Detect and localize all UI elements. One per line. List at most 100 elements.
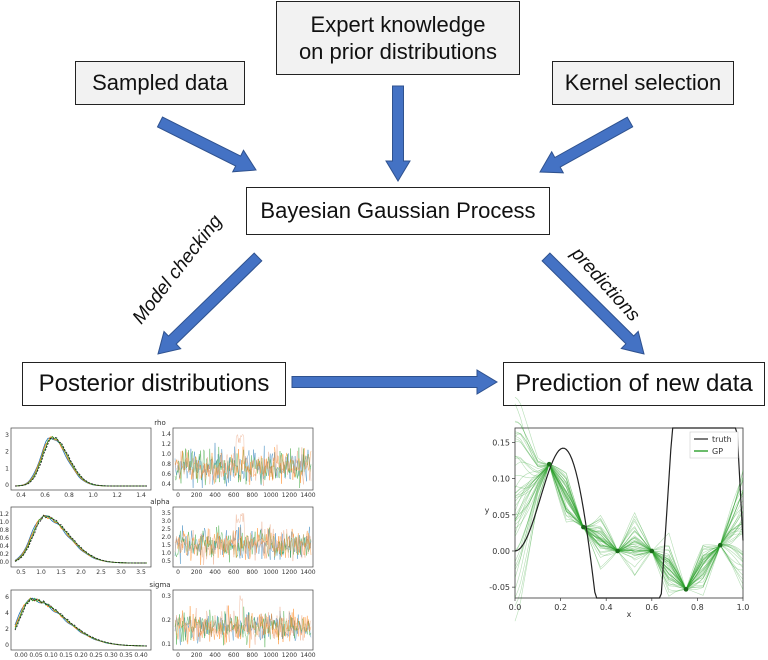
legend-gp-label: GP bbox=[712, 447, 723, 456]
gp-ylabel: y bbox=[485, 506, 490, 515]
density-panel bbox=[10, 427, 152, 491]
gp-sample-curve bbox=[515, 441, 744, 590]
density-xtick: 0.25 bbox=[89, 652, 103, 659]
density-xtick: 1.5 bbox=[56, 569, 66, 576]
gp-sample-curve bbox=[514, 396, 744, 590]
sampled-data-label: Sampled data bbox=[92, 70, 228, 96]
trace-ytick: 0.8 bbox=[161, 461, 171, 468]
posterior-distributions-label: Posterior distributions bbox=[38, 370, 270, 397]
gp-sample-curve bbox=[514, 463, 743, 596]
trace-line bbox=[174, 446, 312, 489]
gp-sample-curve bbox=[514, 463, 744, 591]
gp-sample-curve bbox=[514, 463, 744, 593]
density-ytick: 0 bbox=[5, 642, 9, 649]
trace-ytick: 2.5 bbox=[161, 526, 171, 533]
gp-sample-curve bbox=[514, 463, 744, 606]
density-panel bbox=[10, 506, 152, 568]
density-xtick: 0.40 bbox=[134, 652, 148, 659]
trace-xtick: 400 bbox=[209, 492, 221, 499]
trace-xtick: 800 bbox=[247, 569, 259, 576]
trace-line bbox=[174, 595, 312, 645]
trace-ytick: 3.0 bbox=[161, 518, 171, 525]
gp-xtick: 1.0 bbox=[737, 603, 750, 612]
trace-xtick: 1000 bbox=[263, 569, 278, 576]
gp-sample-curve bbox=[514, 436, 744, 590]
density-curve bbox=[14, 598, 147, 647]
trace-title: alpha bbox=[150, 498, 169, 506]
trace-xtick: 1400 bbox=[300, 652, 315, 659]
density-xtick: 3.0 bbox=[116, 569, 126, 576]
gp-sample-curve bbox=[514, 463, 744, 597]
observation-point bbox=[649, 548, 655, 554]
density-ytick: 3 bbox=[5, 432, 9, 439]
trace-xtick: 800 bbox=[247, 652, 259, 659]
arrow-posterior-to-prediction bbox=[291, 369, 498, 395]
density-xtick: 0.05 bbox=[29, 652, 43, 659]
gp-sample-curve bbox=[514, 463, 744, 622]
trace-xtick: 1200 bbox=[282, 492, 297, 499]
observation-point bbox=[581, 524, 586, 530]
arrow-kernel-to-bgp bbox=[539, 116, 634, 174]
trace-xtick: 1000 bbox=[263, 652, 278, 659]
density-xtick: 3.5 bbox=[136, 569, 146, 576]
density-ytick: 2 bbox=[5, 626, 9, 633]
density-ytick: 1 bbox=[5, 465, 9, 472]
gp-sample-curve bbox=[514, 463, 744, 591]
density-ytick: 0.4 bbox=[0, 543, 9, 550]
density-xtick: 0.00 bbox=[14, 652, 28, 659]
expert-knowledge-line2: on prior distributions bbox=[298, 39, 498, 64]
arrow-bgp-to-posterior bbox=[157, 252, 263, 355]
density-xtick: 0.5 bbox=[16, 569, 26, 576]
density-xtick: 0.6 bbox=[40, 492, 50, 499]
trace-ytick: 3.5 bbox=[161, 510, 171, 517]
density-xtick: 0.8 bbox=[64, 492, 74, 499]
density-ytick: 2 bbox=[5, 449, 9, 456]
gp-ytick: 0.05 bbox=[492, 511, 510, 520]
density-ytick: 0.0 bbox=[0, 559, 9, 566]
trace-ytick: 0.1 bbox=[161, 641, 171, 648]
trace-xtick: 0 bbox=[176, 652, 180, 659]
gp-sample-curve bbox=[514, 463, 744, 590]
gp-sample-curve bbox=[514, 463, 744, 591]
trace-ytick: 0.6 bbox=[161, 471, 171, 478]
trace-ytick: 1.4 bbox=[161, 431, 171, 438]
gp-sample-curve bbox=[514, 463, 744, 598]
expert-knowledge-box: Expert knowledge on prior distributions bbox=[276, 1, 520, 75]
trace-xtick: 400 bbox=[209, 652, 221, 659]
kernel-selection-label: Kernel selection bbox=[564, 70, 722, 96]
truth-curve bbox=[514, 427, 744, 599]
gp-sample-curve bbox=[514, 461, 744, 590]
observation-point bbox=[615, 548, 620, 554]
density-ytick: 1.0 bbox=[0, 519, 9, 526]
trace-line bbox=[174, 434, 312, 486]
density-xtick: 0.30 bbox=[104, 652, 118, 659]
gp-sample-curve bbox=[514, 420, 744, 590]
arrow-bgp-to-prediction bbox=[541, 252, 645, 355]
gp-sample-curve bbox=[514, 457, 744, 590]
trace-ytick: 2.0 bbox=[161, 534, 171, 541]
posterior-distributions-box: Posterior distributions bbox=[22, 362, 286, 406]
gp-sample-curve bbox=[514, 455, 744, 590]
trace-ytick: 0.3 bbox=[161, 593, 171, 600]
gp-sample-curve bbox=[514, 433, 744, 591]
trace-xtick: 800 bbox=[247, 492, 259, 499]
trace-ytick: 0.5 bbox=[161, 558, 171, 565]
observation-point bbox=[717, 542, 723, 548]
density-ytick: 1.2 bbox=[0, 511, 9, 518]
gp-sample-curve bbox=[514, 463, 744, 590]
gp-sample-curve bbox=[514, 463, 744, 590]
trace-ytick: 0.2 bbox=[161, 617, 171, 624]
density-ytick: 4 bbox=[5, 610, 9, 617]
trace-xtick: 400 bbox=[209, 569, 221, 576]
gp-sample-curve bbox=[514, 463, 744, 590]
gp-sample-curve bbox=[514, 432, 744, 590]
trace-xtick: 1400 bbox=[300, 492, 315, 499]
density-ytick: 0 bbox=[5, 482, 9, 489]
trace-title: sigma bbox=[149, 581, 170, 589]
density-ytick: 6 bbox=[5, 594, 9, 601]
gp-xtick: 0.4 bbox=[600, 603, 613, 612]
trace-line bbox=[174, 446, 312, 485]
density-xtick: 0.15 bbox=[59, 652, 73, 659]
density-ytick: 0.8 bbox=[0, 527, 9, 534]
